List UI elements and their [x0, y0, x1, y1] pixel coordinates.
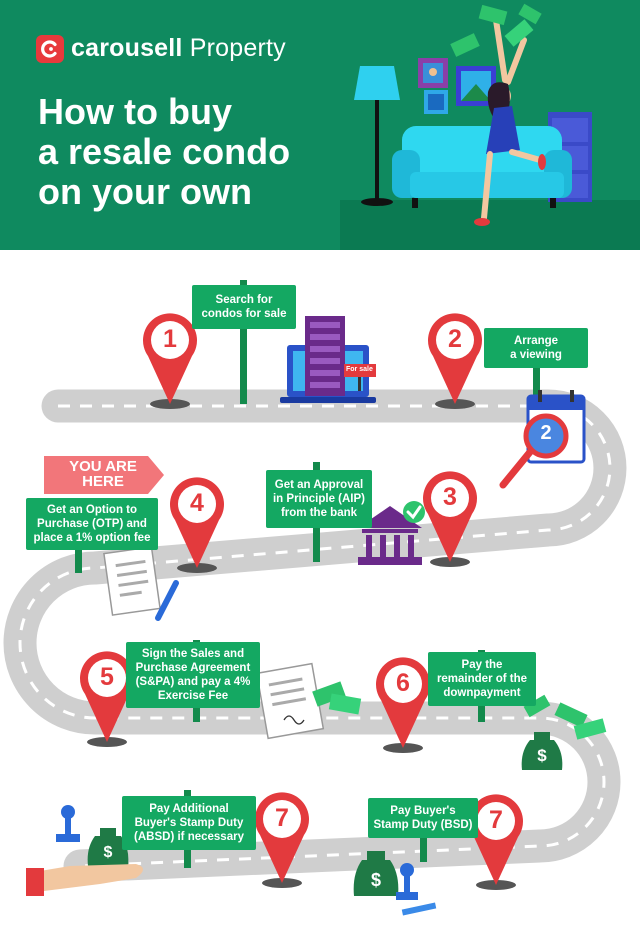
map-pin-icon — [428, 313, 483, 409]
here-line-1: YOU ARE — [69, 458, 137, 475]
banknote-icon — [523, 694, 607, 740]
sign-line: Get an Approval — [274, 479, 364, 491]
map-pin-icon — [469, 794, 523, 890]
title-line-2: a resale condo — [38, 131, 291, 172]
step-number: 7 — [489, 806, 503, 834]
brand-name: carousell Property — [71, 34, 286, 63]
step-number: 6 — [396, 669, 410, 697]
step-number: 7 — [275, 804, 289, 832]
brand-name-main: carousell — [71, 34, 183, 62]
check-icon — [403, 501, 425, 523]
sign-line: downpayment — [443, 687, 521, 699]
sign-line: Pay Buyer's — [390, 805, 456, 817]
wall-picture-icon — [418, 58, 496, 114]
step-number: 5 — [100, 663, 114, 691]
logo-c-icon — [36, 34, 64, 63]
banknote-icon — [312, 681, 362, 715]
map-pin-icon — [254, 792, 309, 888]
step-7-absd-sign: Pay Additional Buyer's Stamp Duty (ABSD)… — [122, 796, 256, 850]
stamp-icon — [56, 805, 80, 842]
sign-line: Search for — [215, 294, 273, 306]
sign-line: remainder of the — [436, 673, 528, 685]
bank-icon — [358, 506, 422, 565]
stamp-icon — [396, 863, 437, 916]
step-6-sign: Pay the remainder of the downpayment — [428, 652, 536, 706]
sign-line: in Principle (AIP) — [272, 493, 365, 505]
sign-line: (ABSD) if necessary — [134, 831, 244, 843]
title-line-1: How to buy — [38, 91, 232, 132]
for-sale-tag: For sale — [346, 366, 373, 373]
road-dashes — [18, 404, 612, 868]
sign-line: Pay Additional — [149, 803, 229, 815]
step-number: 2 — [448, 325, 462, 353]
header-banner: carousell Property How to buy a resale c… — [0, 0, 640, 250]
money-symbol: $ — [370, 870, 381, 890]
sign-line: place a 1% option fee — [33, 532, 151, 544]
person-celebrating-icon — [474, 17, 546, 226]
map-pin-icon — [80, 651, 134, 747]
document-icon — [255, 662, 325, 740]
brand-logo[interactable]: carousell Property — [36, 34, 286, 63]
sign-line: Purchase Agreement — [135, 662, 251, 674]
you-are-here-badge-icon — [44, 456, 164, 494]
step-number: 4 — [190, 489, 204, 517]
banknote-icon — [450, 3, 542, 57]
floor-shadow — [340, 200, 640, 250]
step-number: 3 — [443, 483, 457, 511]
sign-line: Exercise Fee — [157, 690, 229, 702]
sign-line: Sign the Sales and — [141, 648, 245, 660]
sign-line: a viewing — [510, 349, 562, 361]
sign-line: from the bank — [280, 507, 358, 519]
magnifier-icon — [499, 413, 569, 489]
hand-icon — [26, 864, 143, 896]
step-number: 1 — [163, 325, 177, 353]
floor-lamp-icon — [354, 66, 400, 206]
map-pin-icon — [170, 477, 224, 573]
step-2-sign: Arrange a viewing — [484, 328, 588, 368]
page-title: How to buy a resale condo on your own — [38, 92, 338, 212]
document-icon — [103, 546, 161, 616]
map-pin-icon — [423, 471, 477, 567]
money-symbol: $ — [537, 746, 547, 765]
here-line-2: HERE — [82, 473, 124, 490]
money-bag-icon — [521, 732, 563, 770]
sign-line: Purchase (OTP) and — [37, 518, 147, 530]
sign-line: (S&PA) and pay a 4% — [135, 676, 251, 688]
living-room-illustration — [340, 3, 640, 250]
sign-line: Get an Option to — [46, 504, 138, 516]
sign-line: Arrange — [513, 335, 559, 347]
for-sale-sign-icon — [344, 364, 376, 391]
map-pin-icon — [376, 657, 431, 753]
sign-line: Pay the — [461, 659, 503, 671]
money-bag-icon — [353, 851, 399, 896]
you-are-here-badge: YOU ARE HERE — [44, 456, 162, 492]
brand-name-product: Property — [189, 34, 286, 62]
map-pin-icon — [142, 313, 198, 409]
sign-line: Buyer's Stamp Duty — [134, 817, 244, 829]
step-1-sign: Search for condos for sale — [192, 285, 296, 329]
step-4-sign: Get an Option to Purchase (OTP) and plac… — [26, 498, 158, 550]
sign-line: condos for sale — [201, 308, 287, 320]
step-7-bsd-sign: Pay Buyer's Stamp Duty (BSD) — [368, 798, 478, 838]
pencil-icon — [155, 580, 179, 621]
road-map-illustration — [3, 280, 627, 916]
money-bag-icon — [87, 828, 129, 866]
title-line-3: on your own — [38, 171, 252, 212]
money-symbol: $ — [103, 844, 113, 861]
sign-line: Stamp Duty (BSD) — [373, 819, 473, 831]
step-5-sign: Sign the Sales and Purchase Agreement (S… — [126, 642, 260, 708]
step-3-sign: Get an Approval in Principle (AIP) from … — [266, 470, 372, 528]
calendar-number: 2 — [540, 422, 552, 444]
building-icon — [305, 316, 345, 396]
